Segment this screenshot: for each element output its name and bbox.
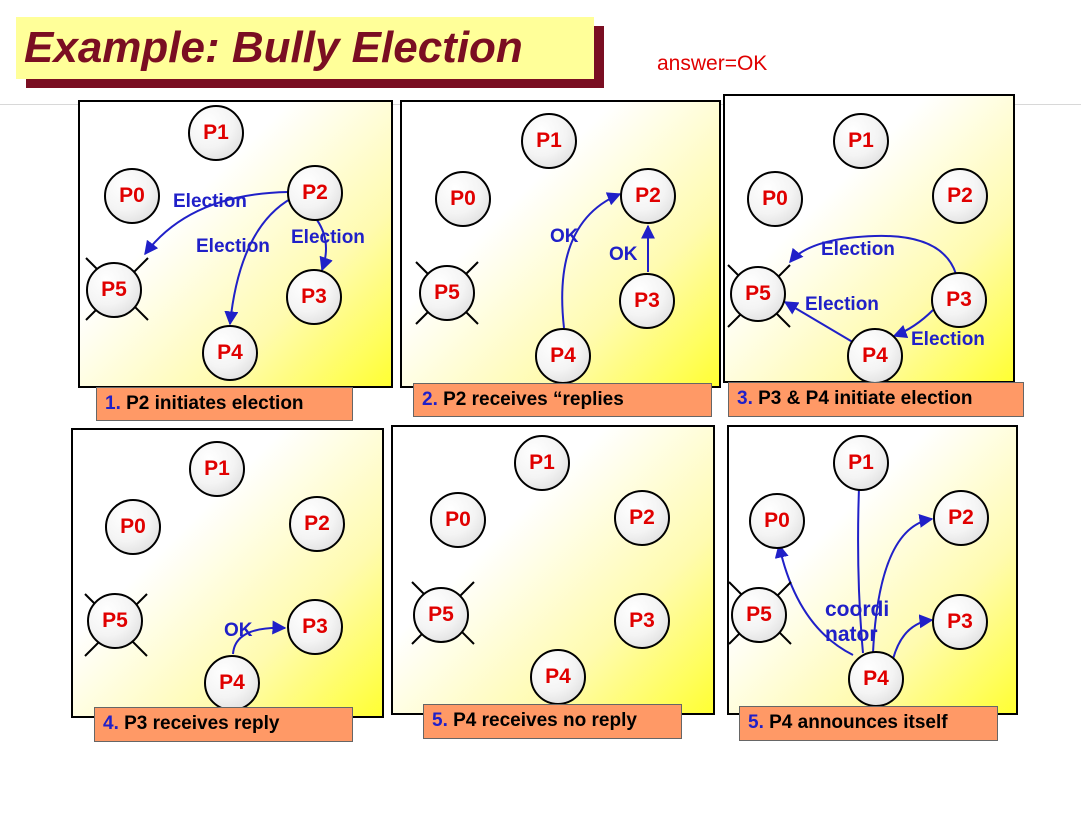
node-p3: P3 <box>614 593 670 649</box>
arrow-p4-p0 <box>774 543 854 656</box>
arrow-label: OK <box>224 620 253 641</box>
node-p1: P1 <box>521 113 577 169</box>
caption-2: 2. P2 receives “replies <box>413 383 712 417</box>
node-p0: P0 <box>104 168 160 224</box>
node-p0: P0 <box>430 492 486 548</box>
node-p4: P4 <box>847 328 903 384</box>
caption-6: 5. P4 announces itself <box>739 706 998 741</box>
node-p1: P1 <box>833 435 889 491</box>
node-p5: P5 <box>731 587 787 643</box>
node-p0: P0 <box>749 493 805 549</box>
arrow-p4-p2 <box>872 513 934 654</box>
panel-1: P1 P0 P2 P5 P3 P4 Election Election Elec… <box>78 100 393 388</box>
node-p3: P3 <box>619 273 675 329</box>
node-p2: P2 <box>620 168 676 224</box>
node-p4: P4 <box>202 325 258 381</box>
node-p0: P0 <box>435 171 491 227</box>
arrow-label: Election <box>911 329 985 350</box>
node-p2: P2 <box>933 490 989 546</box>
arrow-label: nator <box>825 623 878 646</box>
caption-3: 3. P3 & P4 initiate election <box>728 382 1024 417</box>
arrow-label: Election <box>805 294 879 315</box>
arrow-p3-p5 <box>789 234 957 275</box>
node-p1: P1 <box>514 435 570 491</box>
arrow-p4-p2 <box>561 192 622 329</box>
arrow-p4-p3 <box>892 614 934 660</box>
node-p2: P2 <box>932 168 988 224</box>
node-p4: P4 <box>204 655 260 711</box>
arrow-label: Election <box>291 227 365 248</box>
subtitle: answer=OK <box>657 52 768 75</box>
arrow-p2-p5 <box>144 191 289 256</box>
arrow-p2-p4 <box>224 197 293 326</box>
node-p5: P5 <box>413 587 469 643</box>
panel-5: P1 P0 P2 P5 P3 P4 <box>391 425 715 715</box>
panel-6: P1 P0 P2 P5 P3 P4 coordi nator <box>727 425 1018 715</box>
node-p3: P3 <box>286 269 342 325</box>
node-p0: P0 <box>105 499 161 555</box>
panel-4: P1 P0 P2 P5 P3 P4 OK <box>71 428 384 718</box>
caption-5: 5. P4 receives no reply <box>423 704 682 739</box>
node-p5: P5 <box>419 265 475 321</box>
arrow-p4-p5 <box>783 301 857 345</box>
arrow-label: OK <box>609 244 638 265</box>
node-p2: P2 <box>287 165 343 221</box>
node-p4: P4 <box>535 328 591 384</box>
node-p5: P5 <box>730 266 786 322</box>
node-p0: P0 <box>747 171 803 227</box>
node-p2: P2 <box>289 496 345 552</box>
caption-4: 4. P3 receives reply <box>94 707 353 742</box>
node-p3: P3 <box>931 272 987 328</box>
node-p1: P1 <box>833 113 889 169</box>
arrow-p4-p3 <box>232 620 287 655</box>
arrow-p2-p3 <box>316 219 333 272</box>
node-p1: P1 <box>189 441 245 497</box>
node-p5: P5 <box>86 262 142 318</box>
node-p2: P2 <box>614 490 670 546</box>
node-p4: P4 <box>530 649 586 705</box>
page-title: Example: Bully Election <box>16 17 594 79</box>
node-p4: P4 <box>848 651 904 707</box>
node-p1: P1 <box>188 105 244 161</box>
arrow-p3-p4 <box>892 309 934 339</box>
arrow-label: OK <box>550 226 579 247</box>
node-p5: P5 <box>87 593 143 649</box>
arrow-label: Election <box>196 236 270 257</box>
arrow-label: Election <box>821 239 895 260</box>
arrow-label: Election <box>173 191 247 212</box>
caption-1: 1. P2 initiates election <box>96 387 353 421</box>
node-p3: P3 <box>287 599 343 655</box>
panel-2: P1 P0 P2 P5 P3 P4 OK OK <box>400 100 721 388</box>
panel-3: P1 P0 P2 P5 P3 P4 Election Election Elec… <box>723 94 1015 384</box>
arrow-label: coordi <box>825 598 890 621</box>
node-p3: P3 <box>932 594 988 650</box>
